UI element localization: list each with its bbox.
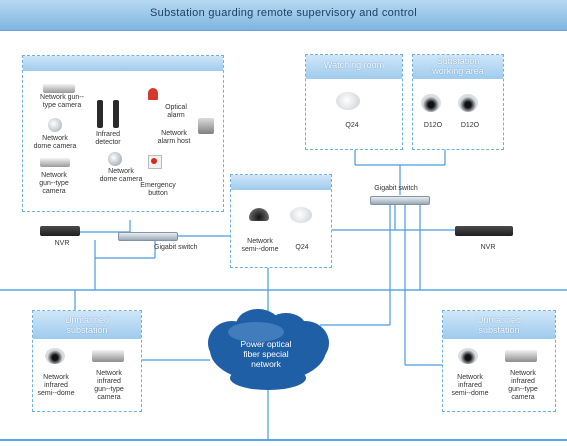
nvr-left-label: NVR (54, 240, 70, 247)
diagram-title: Substation guarding remote supervisory a… (150, 7, 417, 19)
center-panel-header (231, 175, 331, 190)
center-panel (230, 174, 332, 268)
label-gun-camera-2: Network gun--type camera (39, 172, 69, 195)
label-q24-watching: Q24 (345, 122, 359, 129)
dome-camera-icon (108, 152, 122, 166)
left-panel-header (23, 56, 223, 71)
semi-dome-camera-icon (249, 208, 269, 221)
infrared-semi-dome-icon (45, 348, 65, 364)
dome-camera-icon (48, 118, 62, 132)
infrared-semi-dome-icon (458, 348, 478, 364)
nvr-right-icon (455, 226, 513, 236)
label-gun-camera-1: Network gun-- type camera (40, 94, 84, 109)
title-bar: Substation guarding remote supervisory a… (0, 0, 567, 31)
label-d12o-1: D12O (423, 122, 443, 129)
infrared-detector-icon (97, 100, 103, 128)
gigabit-switch-left-label: Gigabit switch (154, 244, 198, 251)
infrared-detector-icon (113, 100, 119, 128)
unmanned-left-title: Unmanned substation (64, 315, 110, 335)
label-infrared-semi-dome-left: Network infrared semi--dome (37, 374, 75, 397)
gun-camera-icon (40, 158, 70, 167)
unmanned-right-header (443, 311, 555, 339)
working-area-header (413, 55, 503, 79)
unmanned-right-title: Unmanned substation (476, 315, 522, 335)
label-semi-dome: Network semi--dome (241, 238, 279, 253)
dome-camera-icon (458, 94, 478, 112)
label-infrared-gun-camera-right: Network infrared gun--type camera (508, 370, 538, 401)
fiber-network-label: Power optical fiber special network (240, 339, 292, 369)
label-optical-alarm: Optical alarm (165, 104, 187, 119)
label-emergency-button: Emergency button (140, 182, 176, 197)
infrared-gun-camera-icon (505, 350, 537, 362)
working-area-title: Substation working area (432, 56, 484, 76)
unmanned-left-header (33, 311, 141, 339)
gigabit-switch-left-icon (118, 232, 178, 241)
infrared-gun-camera-icon (92, 350, 124, 362)
label-infrared-semi-dome-right: Network infrared semi--dome (451, 374, 489, 397)
label-infrared-detector: Infrared detector (95, 131, 121, 146)
label-alarm-host: Network alarm host (157, 130, 191, 145)
label-infrared-gun-camera-left: Network infrared gun--type camera (94, 370, 124, 401)
label-dome-camera-1: Network dome camera (33, 135, 77, 150)
q24-camera-icon (290, 207, 312, 223)
label-dome-camera-2: Network dome camera (99, 168, 143, 183)
label-q24-center: Q24 (295, 244, 309, 251)
alarm-host-icon (198, 118, 214, 134)
nvr-right-label: NVR (480, 244, 496, 251)
label-d12o-2: D12O (460, 122, 480, 129)
left-panel (22, 55, 224, 212)
watching-room-header (306, 55, 402, 79)
gigabit-switch-right-label: Gigabit switch (374, 185, 418, 192)
dome-camera-icon (421, 94, 441, 112)
watching-room-title: Watching room (323, 60, 385, 70)
gun-camera-icon (43, 84, 75, 93)
q24-camera-icon (336, 92, 360, 110)
nvr-left-icon (40, 226, 80, 236)
gigabit-switch-right-icon (370, 196, 430, 205)
emergency-button-red-icon (151, 158, 157, 164)
optical-alarm-icon (148, 88, 158, 100)
